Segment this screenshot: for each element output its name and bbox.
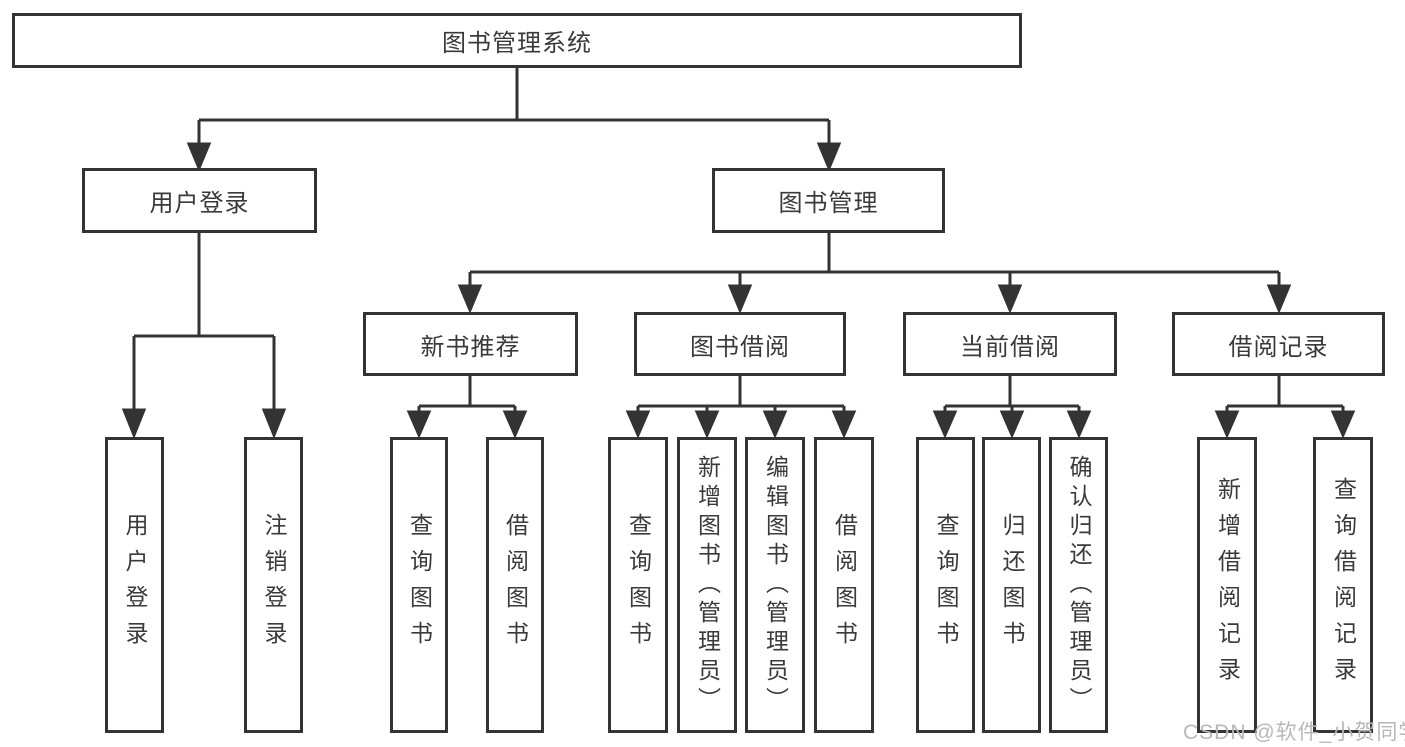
leaf-label: 新增借阅记录 xyxy=(1214,477,1241,693)
leaf-label: 注销登录 xyxy=(261,513,287,657)
leaf-label: 查询图书 xyxy=(933,513,959,657)
leaf-label: 用户登录 xyxy=(122,513,148,657)
node-user-login: 用户登录 xyxy=(82,168,317,233)
leaf-edit-books-admin: 编辑图书（管理员） xyxy=(745,437,805,733)
leaf-confirm-return-admin: 确认归还（管理员） xyxy=(1049,437,1108,733)
node-label: 图书管理系统 xyxy=(442,30,592,57)
leaf-query-books-recommend: 查询图书 xyxy=(390,437,448,733)
node-library-management-system: 图书管理系统 xyxy=(12,13,1022,68)
node-label: 借阅记录 xyxy=(1228,333,1329,361)
node-borrow-records: 借阅记录 xyxy=(1172,312,1385,376)
leaf-logout: 注销登录 xyxy=(244,437,303,733)
leaf-label: 确认归还（管理员） xyxy=(1066,454,1092,716)
node-book-borrow: 图书借阅 xyxy=(634,312,846,376)
leaf-label: 编辑图书（管理员） xyxy=(762,454,789,716)
leaf-add-books-admin: 新增图书（管理员） xyxy=(677,437,737,733)
leaf-borrow-books-recommend: 借阅图书 xyxy=(486,437,544,733)
leaf-borrow-books: 借阅图书 xyxy=(814,437,874,733)
node-label: 当前借阅 xyxy=(960,333,1060,361)
csdn-watermark: CSDN @软件_小贺同学 xyxy=(1183,721,1405,744)
node-label: 新书推荐 xyxy=(420,333,521,361)
leaf-label: 查询借阅记录 xyxy=(1330,477,1357,693)
node-current-borrow: 当前借阅 xyxy=(903,312,1117,376)
leaf-label: 查询图书 xyxy=(406,513,433,657)
node-label: 图书借阅 xyxy=(690,333,790,361)
leaf-label: 借阅图书 xyxy=(831,513,858,657)
node-label: 图书管理 xyxy=(778,190,879,217)
leaf-add-borrow-record: 新增借阅记录 xyxy=(1197,437,1257,733)
node-label: 用户登录 xyxy=(149,190,250,217)
leaf-label: 查询图书 xyxy=(625,513,652,657)
leaf-user-login: 用户登录 xyxy=(105,437,164,733)
node-book-management: 图书管理 xyxy=(712,168,945,233)
node-new-book-recommend: 新书推荐 xyxy=(363,312,578,376)
leaf-label: 归还图书 xyxy=(999,513,1025,657)
leaf-query-books-borrow: 查询图书 xyxy=(608,437,668,733)
leaf-return-books: 归还图书 xyxy=(982,437,1041,733)
leaf-query-borrow-record: 查询借阅记录 xyxy=(1313,437,1373,733)
leaf-query-books-current: 查询图书 xyxy=(916,437,975,733)
leaf-label: 新增图书（管理员） xyxy=(694,454,721,716)
leaf-label: 借阅图书 xyxy=(502,513,529,657)
